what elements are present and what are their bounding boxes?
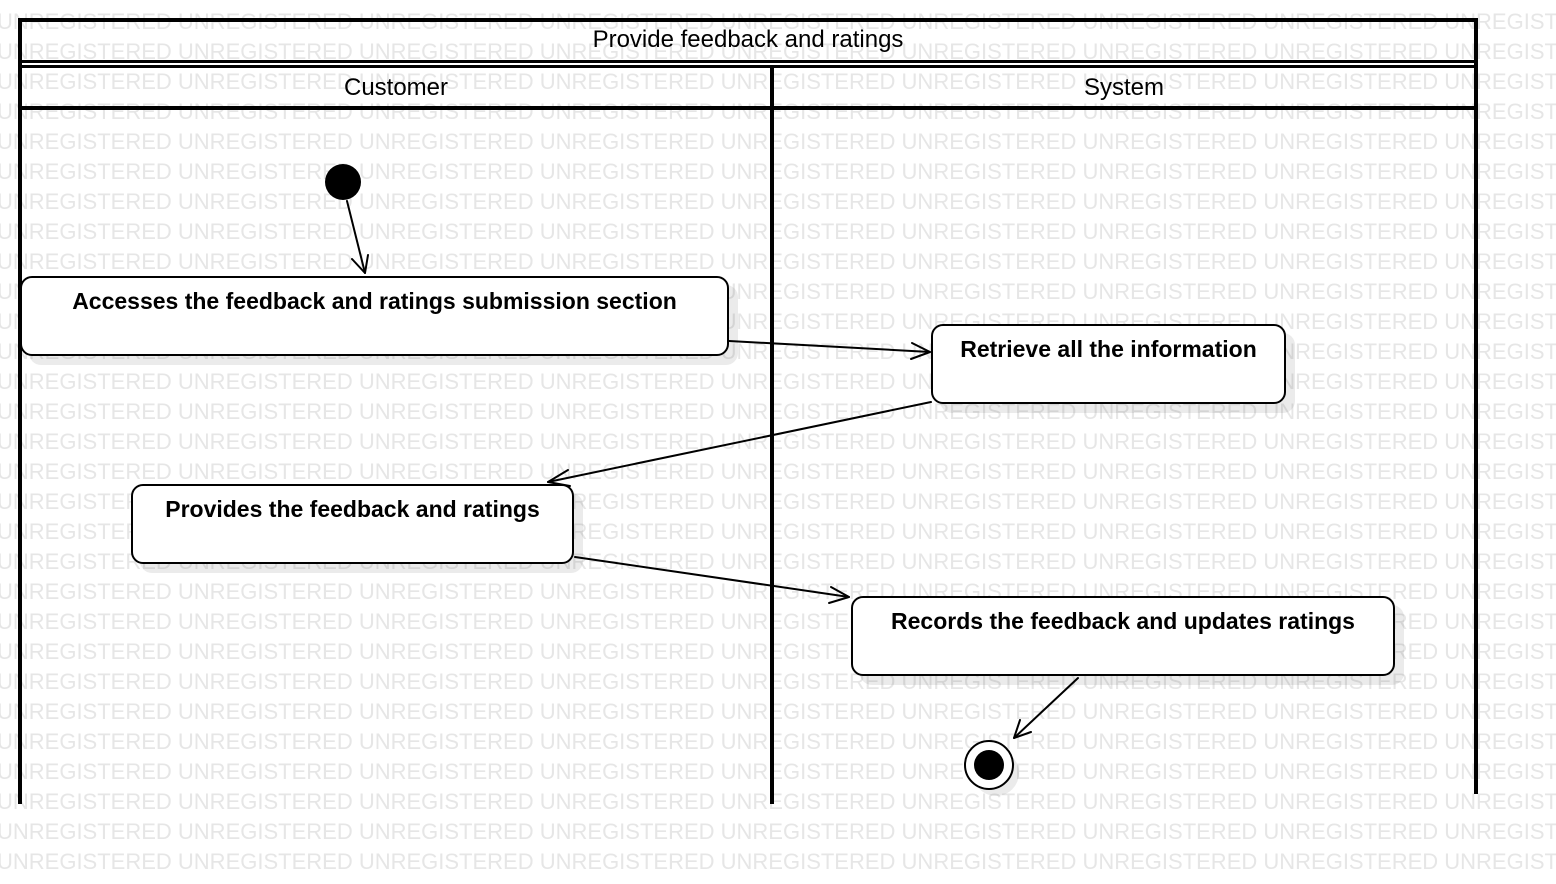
lane-header-customer: Customer bbox=[343, 74, 449, 101]
flow-edge-record-to-final bbox=[1013, 677, 1079, 739]
frame-title-divider bbox=[18, 65, 1478, 68]
flow-edge-retrieve-to-provide bbox=[547, 401, 932, 487]
final-node bbox=[964, 740, 1019, 796]
action-access-feedback-section: Accesses the feedback and ratings submis… bbox=[20, 276, 729, 356]
action-provide-feedback: Provides the feedback and ratings bbox=[131, 484, 574, 564]
diagram-title: Provide feedback and ratings bbox=[592, 26, 904, 53]
lane-header-divider bbox=[18, 106, 1478, 110]
flow-edge-provide-to-record bbox=[574, 556, 850, 604]
lane-divider bbox=[770, 65, 774, 804]
flow-edge-access-to-retrieve bbox=[728, 340, 931, 360]
frame-left-border bbox=[18, 18, 22, 804]
frame-title-divider bbox=[18, 60, 1478, 63]
lane-header-system: System bbox=[1083, 74, 1164, 101]
frame-top-border bbox=[18, 18, 1478, 22]
flow-edge-initial-to-access bbox=[346, 200, 369, 274]
action-record-feedback: Records the feedback and updates ratings bbox=[851, 596, 1395, 676]
initial-node bbox=[325, 164, 361, 200]
action-retrieve-information: Retrieve all the information bbox=[931, 324, 1286, 404]
frame-right-border bbox=[1474, 18, 1478, 794]
